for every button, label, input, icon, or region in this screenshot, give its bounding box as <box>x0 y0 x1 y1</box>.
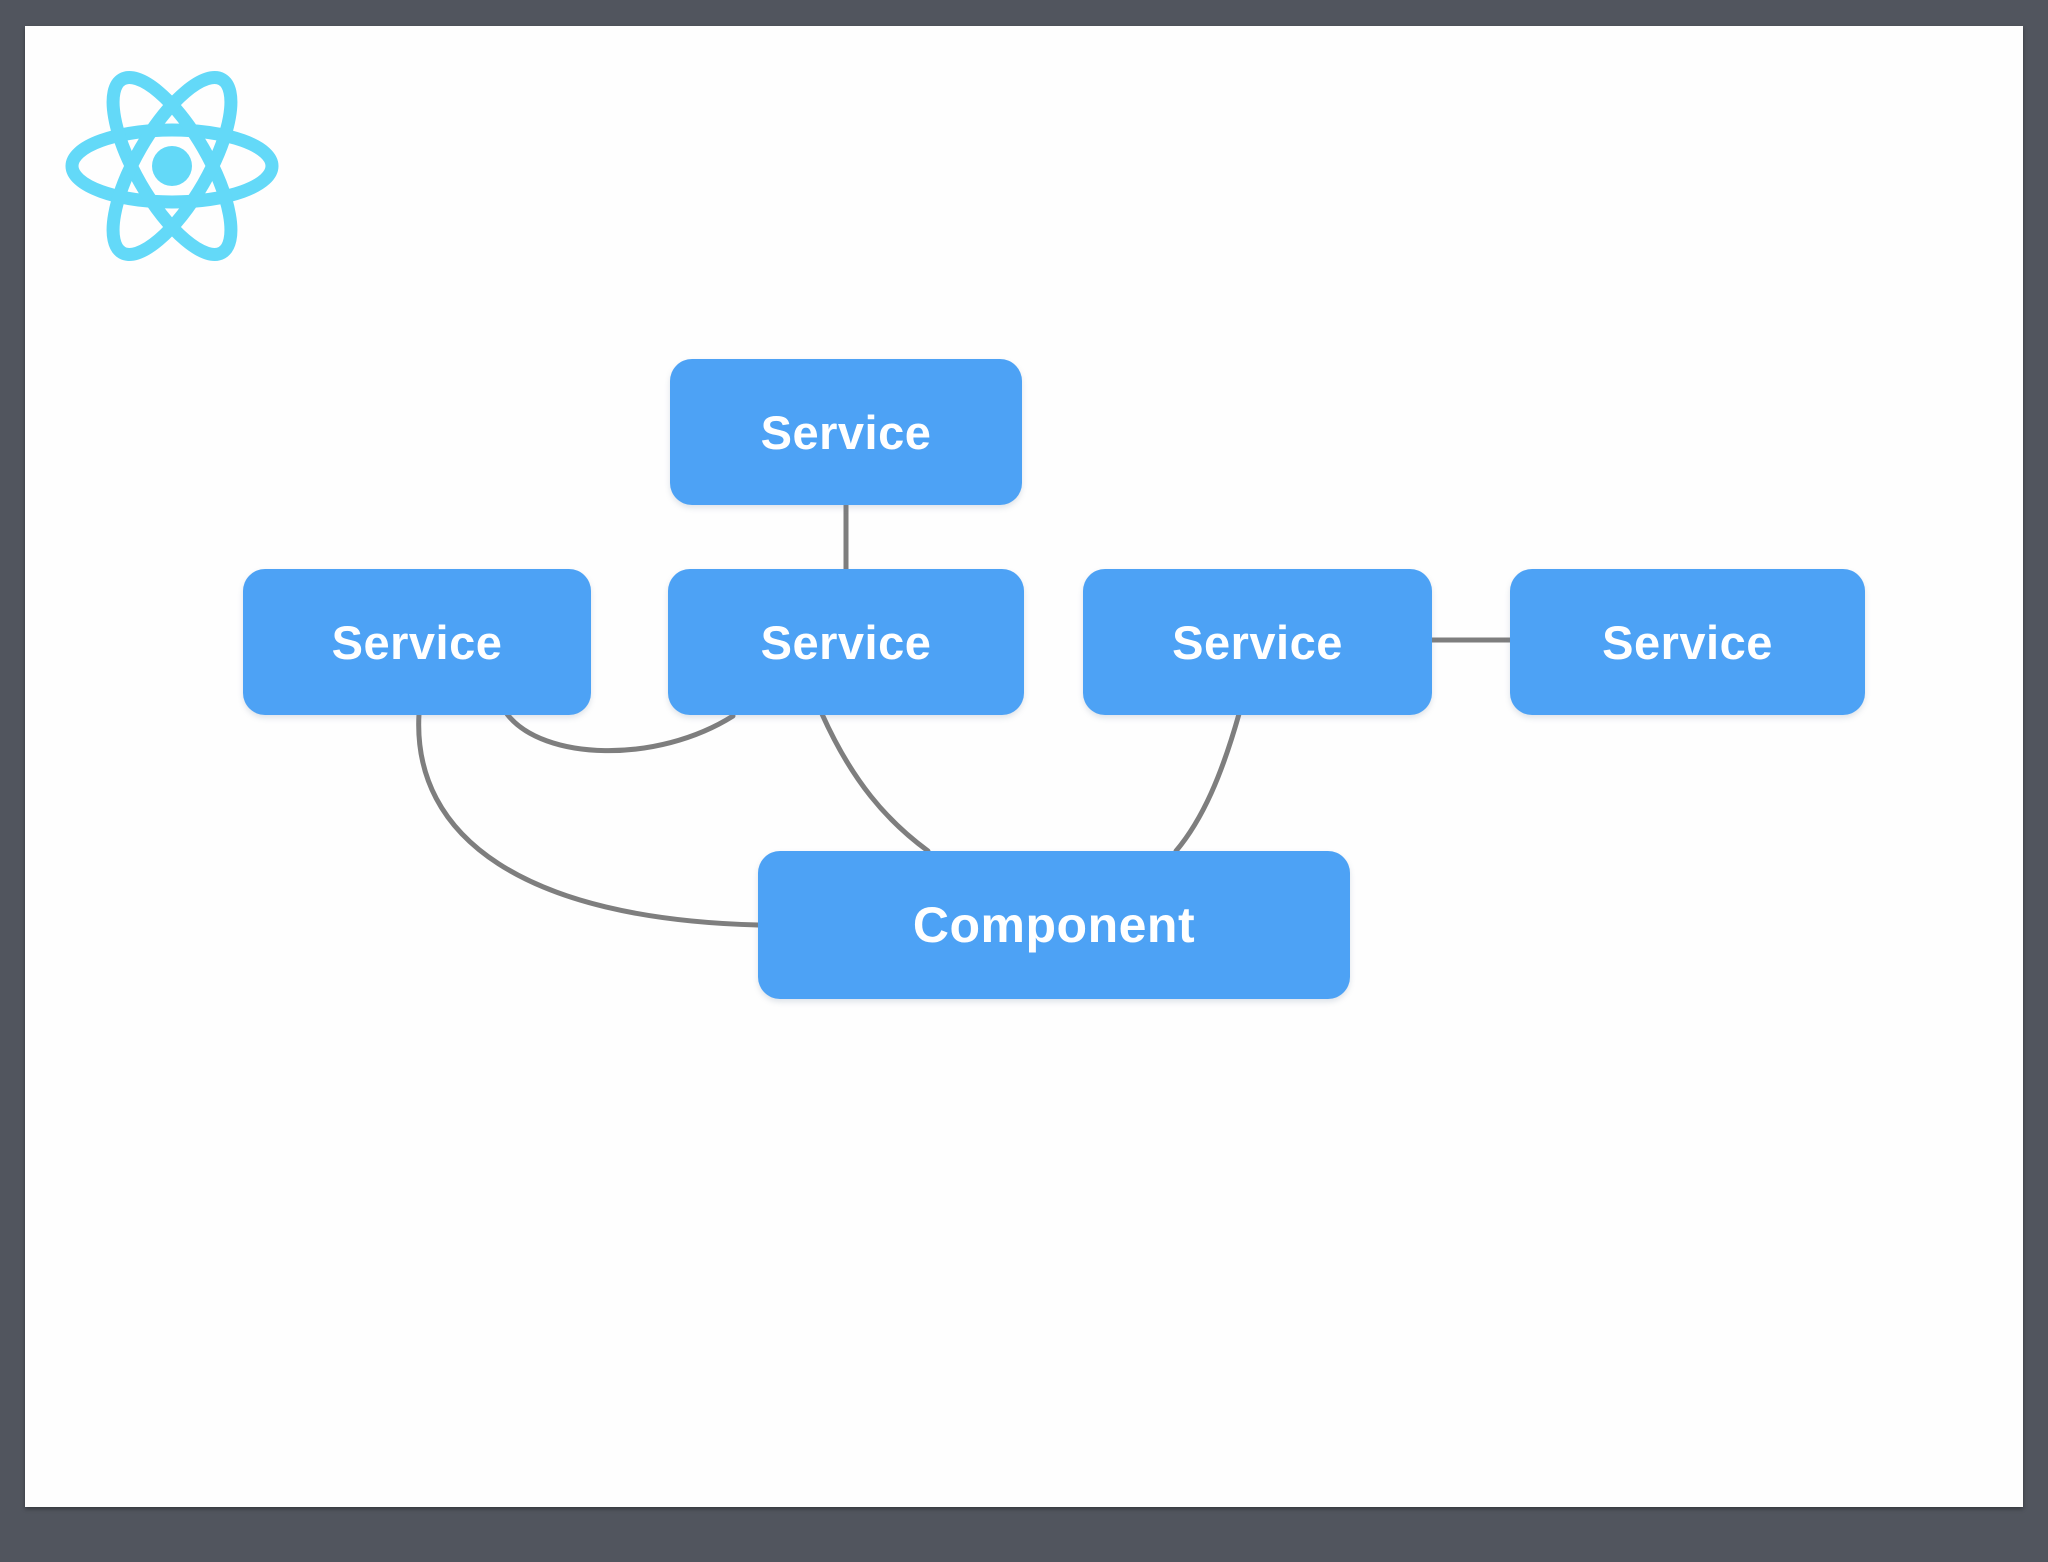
react-logo <box>63 68 281 264</box>
react-logo-icon <box>65 71 279 261</box>
node-service-top-label: Service <box>760 405 932 459</box>
react-orbit-1 <box>65 123 279 209</box>
node-component-label: Component <box>912 897 1196 953</box>
node-service-middle-label: Service <box>760 615 932 669</box>
node-service-right-label: Service <box>1172 615 1343 669</box>
node-service-right: Service <box>1083 569 1432 715</box>
connector-layer <box>416 502 1513 928</box>
react-nucleus <box>152 146 192 186</box>
node-component: Component <box>758 851 1350 999</box>
node-service-far-right-label: Service <box>1602 615 1773 669</box>
edge-service-left-to-component <box>416 711 761 928</box>
node-service-top: Service <box>670 359 1022 505</box>
node-service-left-label: Service <box>331 615 503 669</box>
slide-canvas: Service Service Service Service Service … <box>25 26 2023 1507</box>
react-orbit-3 <box>106 71 238 261</box>
node-service-middle: Service <box>668 569 1024 715</box>
node-service-far-right: Service <box>1510 569 1865 715</box>
edge-service-middle-to-component <box>819 711 931 854</box>
node-service-left: Service <box>243 569 591 715</box>
edge-service-left-to-service-middle <box>504 711 736 754</box>
edge-service-right-to-component <box>1173 711 1242 854</box>
